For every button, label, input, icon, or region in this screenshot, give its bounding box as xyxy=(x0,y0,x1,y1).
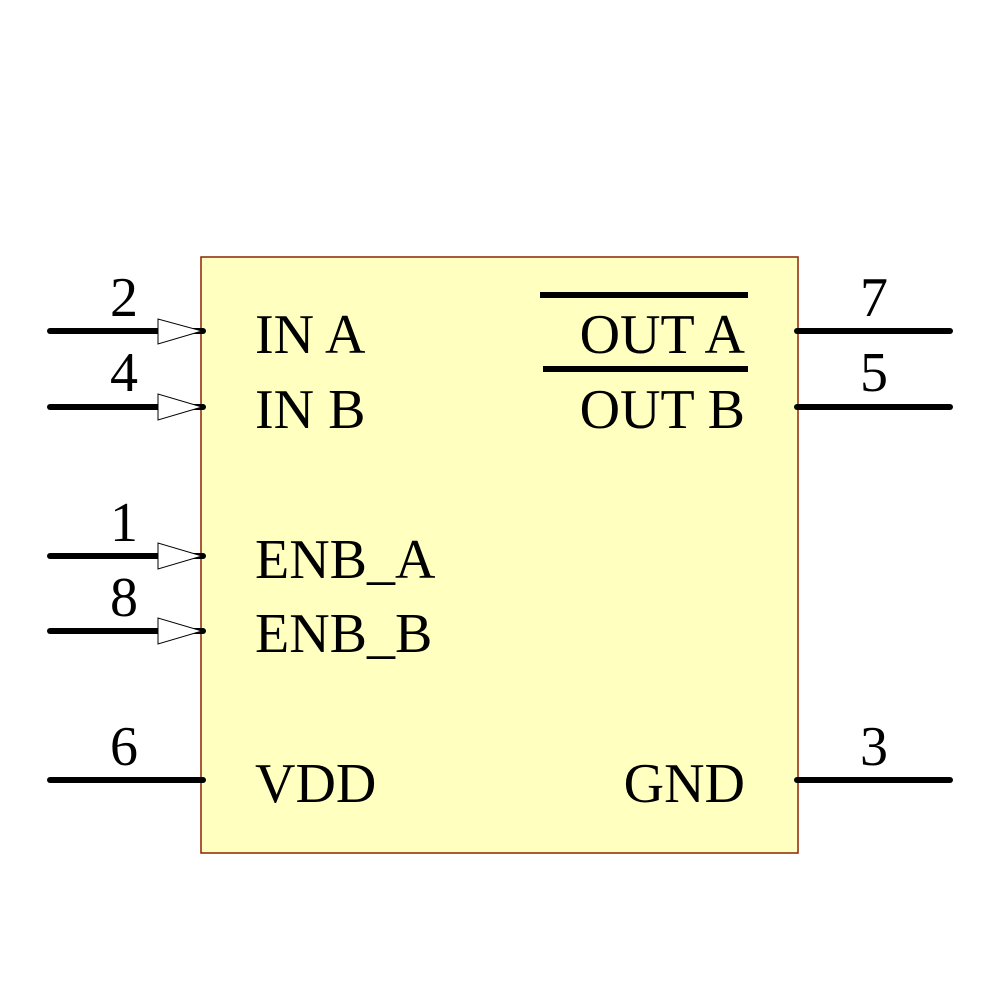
pin-label: OUT B xyxy=(580,379,745,441)
input-arrow-icon xyxy=(157,617,204,645)
pin-label: IN B xyxy=(255,379,365,441)
pin-in-a: 2 IN A xyxy=(47,267,366,366)
pin-out-a: 7 OUT A xyxy=(540,267,953,366)
pin-number: 1 xyxy=(110,492,138,554)
pin-number: 5 xyxy=(860,342,888,404)
pin-label: ENB_B xyxy=(255,603,432,665)
pin-enb-b: 8 ENB_B xyxy=(47,567,432,665)
input-arrow-icon xyxy=(157,318,204,345)
pin-vdd: 6 VDD xyxy=(47,716,376,815)
pin-gnd: 3 GND xyxy=(624,716,953,815)
pin-label: GND xyxy=(624,753,745,815)
pin-number: 2 xyxy=(110,267,138,329)
input-arrow-icon xyxy=(157,542,204,570)
pin-label: OUT A xyxy=(580,304,746,366)
pin-number: 6 xyxy=(110,716,138,778)
pin-number: 8 xyxy=(110,567,138,629)
pin-out-b: 5 OUT B xyxy=(543,342,953,441)
pin-label: ENB_A xyxy=(255,529,436,591)
pin-label: IN A xyxy=(255,304,366,366)
pin-label: VDD xyxy=(255,753,376,815)
pin-enb-a: 1 ENB_A xyxy=(47,492,436,591)
pin-in-b: 4 IN B xyxy=(47,342,365,441)
pin-number: 7 xyxy=(860,267,888,329)
pin-number: 4 xyxy=(110,342,138,404)
component-body xyxy=(200,256,799,854)
pin-number: 3 xyxy=(860,716,888,778)
input-arrow-icon xyxy=(157,393,204,421)
